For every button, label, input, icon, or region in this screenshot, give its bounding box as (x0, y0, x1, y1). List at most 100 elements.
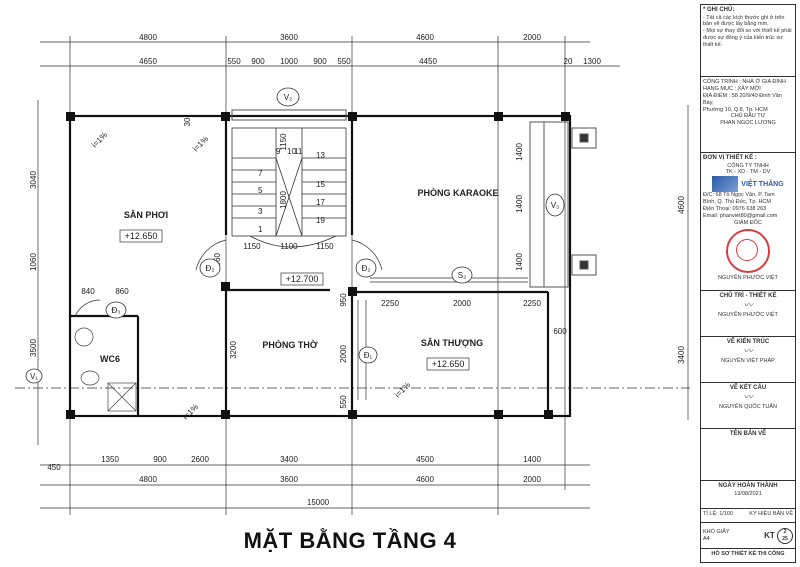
windows (231, 109, 597, 288)
company-logo-icon (712, 176, 739, 193)
dim-left-1: 3040 (29, 171, 38, 189)
step-13: 13 (316, 151, 325, 160)
dossier: HỒ SƠ THIẾT KẾ THI CÔNG (711, 551, 785, 557)
dim-wc-2: 860 (115, 287, 129, 296)
dim-stair-mid-5: 3200 (229, 341, 238, 359)
paper-label: KHỔ GIẤY (703, 528, 730, 535)
dim-wc-1: 840 (81, 287, 95, 296)
dim-bot-1-4: 3400 (280, 455, 298, 464)
step-17: 17 (316, 198, 325, 207)
kt-prefix: KT (764, 530, 775, 540)
staircase (231, 127, 347, 248)
dim-top-2-8: 20 (564, 57, 573, 66)
kt-num: 2 (783, 528, 787, 535)
wc-dim-labels: 840 860 (81, 287, 129, 296)
dim-top-2-7: 4450 (419, 57, 437, 66)
arch-head: VẼ KIẾN TRÚC (726, 339, 770, 345)
notes-1: - Tất cả các kích thước ghi ở trên bản v… (703, 14, 785, 28)
marker-v2: V₂ (284, 93, 292, 102)
dim-stair-top: 1150 (279, 133, 288, 151)
paper-size: A4 (703, 535, 710, 542)
slope-4: i=1% (393, 380, 412, 399)
marker-d1: Đ₁ (364, 351, 373, 360)
dim-terrace-3: 2250 (523, 299, 541, 308)
project-cell: CÔNG TRÌNH : NHÀ Ở GIA ĐÌNH HẠNG MỤC : X… (701, 77, 795, 153)
slope-2: i=1% (191, 134, 210, 153)
slope-1: i=1% (90, 130, 109, 149)
kt-total: 25 (782, 535, 788, 542)
dim-bot-2-3: 4600 (416, 475, 434, 484)
complete-head: NGÀY HOÀN THÀNH (718, 483, 778, 489)
dim-bot-1-1: 1350 (101, 455, 119, 464)
left-dim-labels: 3040 1060 3500 (29, 171, 38, 357)
dim-stair-mid-2: 950 (339, 293, 348, 307)
room-labels: SÂN PHƠI PHÒNG KARAOKE PHÒNG THỜ SÂN THƯ… (100, 187, 499, 364)
elev-phong-tho: +12.700 (286, 274, 319, 284)
project-line-6: PHAN NGỌC LƯƠNG (720, 120, 776, 127)
dim-stair-mid-4: 550 (339, 395, 348, 409)
arch-signature-icon: 〰 (743, 346, 753, 357)
dim-stair-len: 1800 (279, 191, 288, 209)
scale-cell: TỈ LỆ: 1/100 KÝ HIỆU BẢN VẼ (701, 509, 795, 523)
room-san-thuong: SÂN THƯỢNG (421, 337, 483, 348)
dim-right-2: 3400 (677, 346, 686, 364)
elev-san-thuong: +12.650 (432, 359, 465, 369)
dossier-cell: HỒ SƠ THIẾT KẾ THI CÔNG (701, 549, 795, 563)
top-dim-labels-row1: 4800 3600 4600 2000 (139, 33, 541, 42)
company-phone: Điện Thoại: 0976 638 263 (703, 206, 767, 212)
room-phong-tho: PHÒNG THỜ (262, 339, 318, 350)
company-logo-row: VIỆT THẮNG (703, 176, 793, 193)
dim-top-1-4: 2000 (523, 33, 541, 42)
struct-name: NGUYỄN QUỐC TUẤN (719, 403, 777, 410)
company-stamp-icon (726, 228, 770, 273)
floor-plan: 4800 3600 4600 2000 4650 550 900 1000 90… (15, 33, 690, 515)
marker-d-wc: Đ₃ (111, 306, 120, 315)
company-addr-1: Đ/C: 68 Tô Ngọc Vân, P. Tam (703, 192, 775, 199)
step-11: 11 (294, 147, 303, 156)
wc-fixtures (74, 327, 137, 412)
marker-v3: V₃ (551, 201, 560, 210)
arch-cell: VẼ KIẾN TRÚC 〰 NGUYỄN VIỆT PHÁP (701, 337, 795, 383)
columns (66, 112, 570, 419)
top-dim-labels-row2: 4650 550 900 1000 900 550 4450 20 1300 (139, 57, 601, 66)
dim-right-1: 4600 (677, 196, 686, 214)
struct-signature-icon: 〰 (743, 392, 753, 403)
dim-bot-1-6: 1400 (523, 455, 541, 464)
company-line-2: TK - XD - TM - DV (725, 169, 771, 176)
chief-signature-icon: 〰 (743, 300, 753, 311)
elev-san-phoi: +12.650 (125, 231, 158, 241)
step-10: 10 (287, 147, 296, 156)
marker-s2: S₂ (458, 271, 466, 280)
dim-bot-1-5: 4500 (416, 455, 434, 464)
dim-top-2-2: 550 (227, 57, 241, 66)
drawing-name-cell: TÊN BẢN VẼ (701, 429, 795, 481)
marker-v1: V₁ (30, 372, 38, 381)
dim-terrace-1: 2250 (381, 299, 399, 308)
dim-karaoke-3: 1400 (515, 253, 524, 271)
dim-top-1-1: 4800 (139, 33, 157, 42)
dim-total: 15000 (307, 498, 330, 507)
notes-head: * GHI CHÚ: (703, 7, 735, 13)
markers (25, 87, 565, 384)
step-19: 19 (316, 216, 325, 225)
dim-bot-2-4: 2000 (523, 475, 541, 484)
marker-d3: Đ₂ (362, 264, 371, 273)
elevation-tags: +12.650 +12.700 +12.650 (119, 229, 470, 371)
terrace-dim-labels: 2250 2000 2250 600 (381, 299, 567, 336)
struct-cell: VẼ KẾT CẤU 〰 NGUYỄN QUỐC TUẤN (701, 383, 795, 429)
chief-cell: CHỦ TRÌ - THIẾT KẾ 〰 NGUYỄN PHƯỚC VIỆT (701, 291, 795, 337)
dim-bot-1-3: 2600 (191, 455, 209, 464)
dim-bot-2-1: 4800 (139, 475, 157, 484)
dim-left-2: 1060 (29, 253, 38, 271)
dim-terrace-2: 2000 (453, 299, 471, 308)
company-line-1: CÔNG TY TNHH (727, 162, 769, 169)
bottom-dim-labels-row1: 1350 900 2600 3400 4500 1400 450 (47, 455, 541, 472)
scale-label: TỈ LỆ: 1/100 (703, 511, 733, 517)
project-line-1: CÔNG TRÌNH : NHÀ Ở GIA ĐÌNH (703, 79, 786, 85)
complete-date: 13/08/2021 (734, 490, 762, 497)
walls (68, 114, 572, 418)
step-3: 3 (258, 207, 263, 216)
